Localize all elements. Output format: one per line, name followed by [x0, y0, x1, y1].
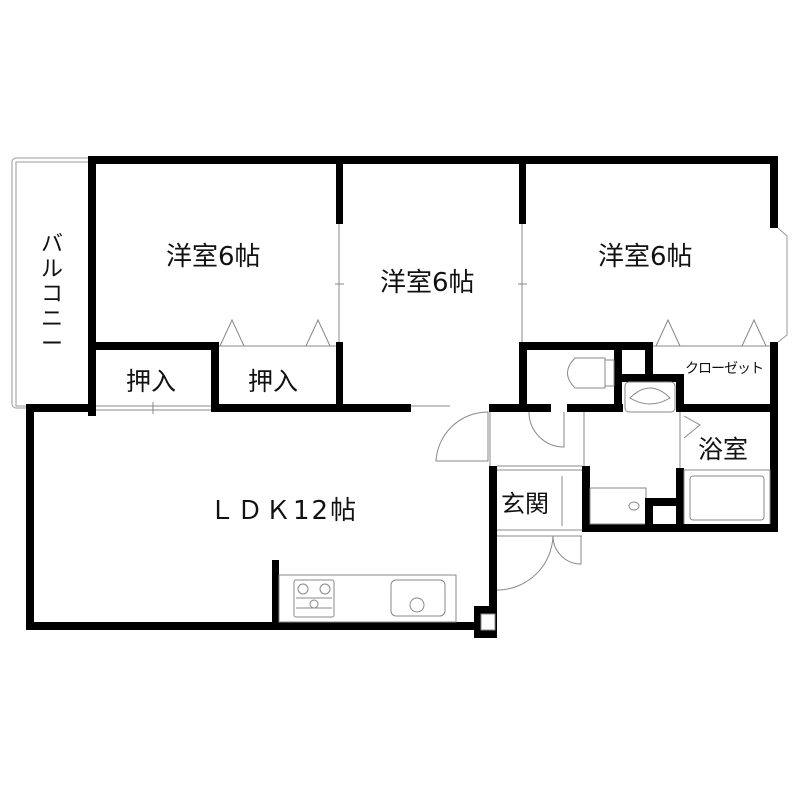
wall-pipe-shaft-bottom: [614, 374, 653, 382]
wall-washroom-right: [676, 374, 684, 412]
washing-machine-pan: [589, 487, 647, 525]
wall-b3-bottom: [519, 342, 653, 350]
wall-b1-b2-upper: [336, 156, 343, 224]
gas-stove-icon: [293, 579, 335, 618]
room-label-bathroom: 浴室: [698, 435, 749, 464]
balcony-char: ー: [40, 332, 63, 357]
wall-wash-left: [582, 466, 590, 532]
wall-washroom-right-top: [645, 374, 684, 382]
bay-window: [777, 227, 788, 343]
wall-ldk-bottom: [26, 622, 476, 630]
room-label-closet-2: 押入: [248, 367, 299, 396]
balcony-char: ル: [40, 257, 63, 282]
room-label-ldk: ＬＤＫ12帖: [209, 496, 359, 526]
wall-b2-b3-upper: [519, 156, 526, 224]
wall-kitchen-partition: [272, 560, 279, 628]
washbasin-icon: [624, 381, 676, 413]
wall-toilet-left: [519, 342, 527, 412]
balcony-char: ニ: [40, 307, 63, 332]
kitchen-sink-icon: [390, 579, 446, 617]
room-label-closet-1: 押入: [126, 367, 177, 396]
room-label-western-1: 洋室6帖: [166, 242, 261, 272]
ldk-door[interactable]: [435, 411, 489, 462]
balcony-char: コ: [40, 282, 63, 307]
kitchen-counter: [278, 574, 457, 623]
wall-b1-b2-lower: [336, 342, 343, 410]
wall-ldk-left: [26, 404, 34, 630]
wall-bath-left-lower: [676, 468, 684, 532]
toilet-door[interactable]: [528, 411, 565, 448]
room-label-entrance: 玄関: [501, 490, 549, 518]
wall-right-lower: [770, 342, 778, 532]
wall-pipe-shaft-right: [645, 342, 653, 382]
room-label-western-3: 洋室6帖: [598, 242, 693, 272]
bathtub-icon: [683, 469, 771, 527]
wall-ldk-top-left: [26, 404, 96, 412]
wall-closets-top: [88, 342, 218, 350]
wall-closet-bottom: [676, 404, 778, 412]
wall-pipe2-left: [645, 498, 653, 530]
room-label-western-2: 洋室6帖: [380, 268, 475, 298]
toilet-icon: [567, 357, 615, 389]
wall-entrance-left: [489, 466, 497, 614]
wall-top: [88, 156, 778, 164]
wall-toilet-bottom-right: [567, 404, 623, 412]
wall-closet-divider: [211, 342, 219, 410]
room-label-balcony: バ ル コ ニ ー: [40, 232, 64, 357]
balcony-char: バ: [40, 232, 63, 257]
wall-pipe2: [645, 498, 676, 506]
room-label-walk-closet: クローゼット: [685, 361, 764, 377]
wall-right-upper: [770, 156, 778, 228]
wall-bedroom1-left: [88, 156, 96, 416]
wall-bath-bottom: [582, 524, 778, 532]
entrance-door[interactable]: [496, 535, 554, 591]
wall-toilet-bottom: [489, 404, 551, 412]
wall-ldk-top-mid: [211, 404, 411, 412]
